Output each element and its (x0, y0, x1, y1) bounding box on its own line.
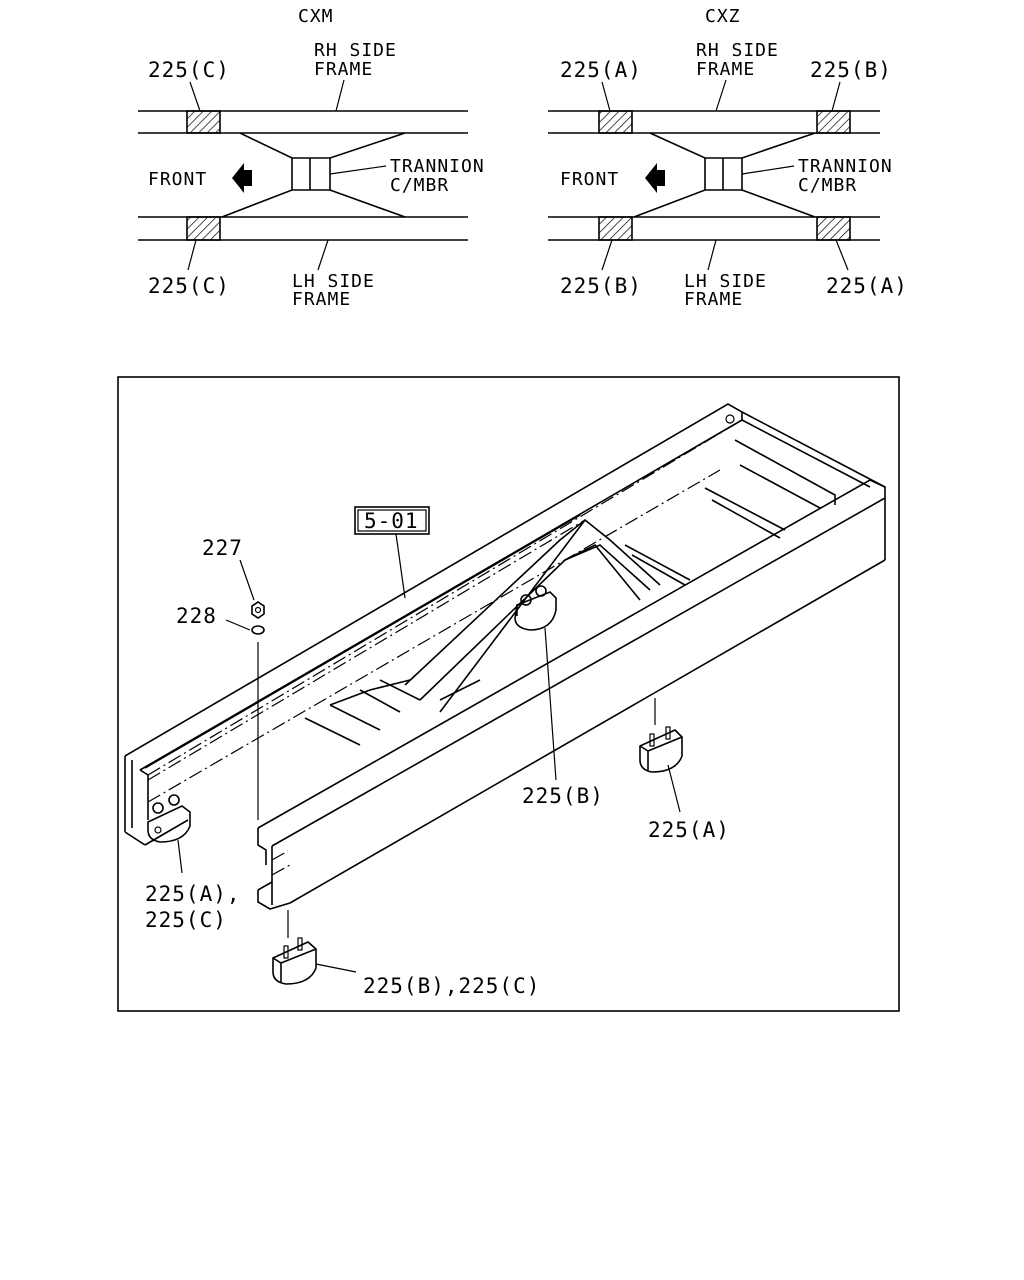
cxm-rh-line2: FRAME (314, 59, 373, 80)
cxz-callout-bottom-right: 225(A) (826, 274, 908, 298)
cxz-mount-bottom-left (598, 216, 633, 241)
cxz-callout-bottom-left: 225(B) (560, 274, 642, 298)
callout-mount-bottom: 225(B),225(C) (363, 974, 540, 998)
callout-mount-left-1: 225(A), (145, 882, 241, 906)
callout-washer: 228 (176, 604, 217, 628)
cxm-trannion-line1: TRANNION (390, 156, 485, 177)
cxz-mount-bottom-right (816, 216, 851, 241)
callout-mount-right: 225(A) (648, 818, 730, 842)
cxz-trannion-line1: TRANNION (798, 156, 893, 177)
mount-left: 225(A), 225(C) (145, 794, 241, 932)
cxm-mount-bottom (186, 216, 221, 241)
cxm-diagram: CXM FRONT RH SIDE FRAME LH SIDE FRAME TR… (138, 6, 485, 310)
ref-box-border (354, 506, 430, 535)
cxz-lh-line1: LH SIDE (684, 271, 767, 292)
cxz-mount-top-right (816, 110, 851, 134)
mount-right: 225(A) (639, 698, 730, 842)
lh-side-rail (257, 479, 886, 910)
cxm-lh-line2: FRAME (292, 289, 351, 310)
main-frame-diagram: 5-01 227 228 225(B) (117, 376, 900, 1012)
cxm-lh-line1: LH SIDE (292, 271, 375, 292)
cxz-front-arrow-icon (645, 163, 665, 193)
cxm-callout-bottom: 225(C) (148, 274, 230, 298)
cxz-mount-top-left (598, 110, 633, 134)
nut-washer-group: 227 228 (176, 536, 265, 820)
ref-box-label: 5-01 (364, 509, 419, 533)
cxm-trannion-line2: C/MBR (390, 175, 449, 196)
cxz-lh-line2: FRAME (684, 289, 743, 310)
mount-bottom: 225(B),225(C) (272, 910, 540, 998)
cxz-callout-top-right: 225(B) (810, 58, 892, 82)
cxz-title: CXZ (705, 6, 741, 27)
nut-icon (251, 601, 265, 619)
cxm-front-arrow-icon (232, 163, 252, 193)
cxm-title: CXM (298, 6, 334, 27)
callout-nut: 227 (202, 536, 243, 560)
cxz-rh-line2: FRAME (696, 59, 755, 80)
callout-mount-mid: 225(B) (522, 784, 604, 808)
cxz-diagram: CXZ FRONT RH SIDE FRAME LH SIDE FRAME TR… (548, 6, 908, 310)
washer-icon (251, 625, 265, 635)
cxm-rh-line1: RH SIDE (314, 40, 397, 61)
cxz-callout-top-left: 225(A) (560, 58, 642, 82)
cxz-front-label: FRONT (560, 169, 619, 190)
cxz-trannion-line2: C/MBR (798, 175, 857, 196)
callout-mount-left-2: 225(C) (145, 908, 227, 932)
cross-members (144, 439, 836, 781)
mount-mid: 225(B) (514, 585, 604, 808)
cxm-callout-top: 225(C) (148, 58, 230, 82)
ref-box: 5-01 (354, 506, 430, 599)
main-diagram-border (117, 376, 900, 1012)
cxz-rh-line1: RH SIDE (696, 40, 779, 61)
cxm-mount-top (186, 110, 221, 134)
cxm-front-label: FRONT (148, 169, 207, 190)
